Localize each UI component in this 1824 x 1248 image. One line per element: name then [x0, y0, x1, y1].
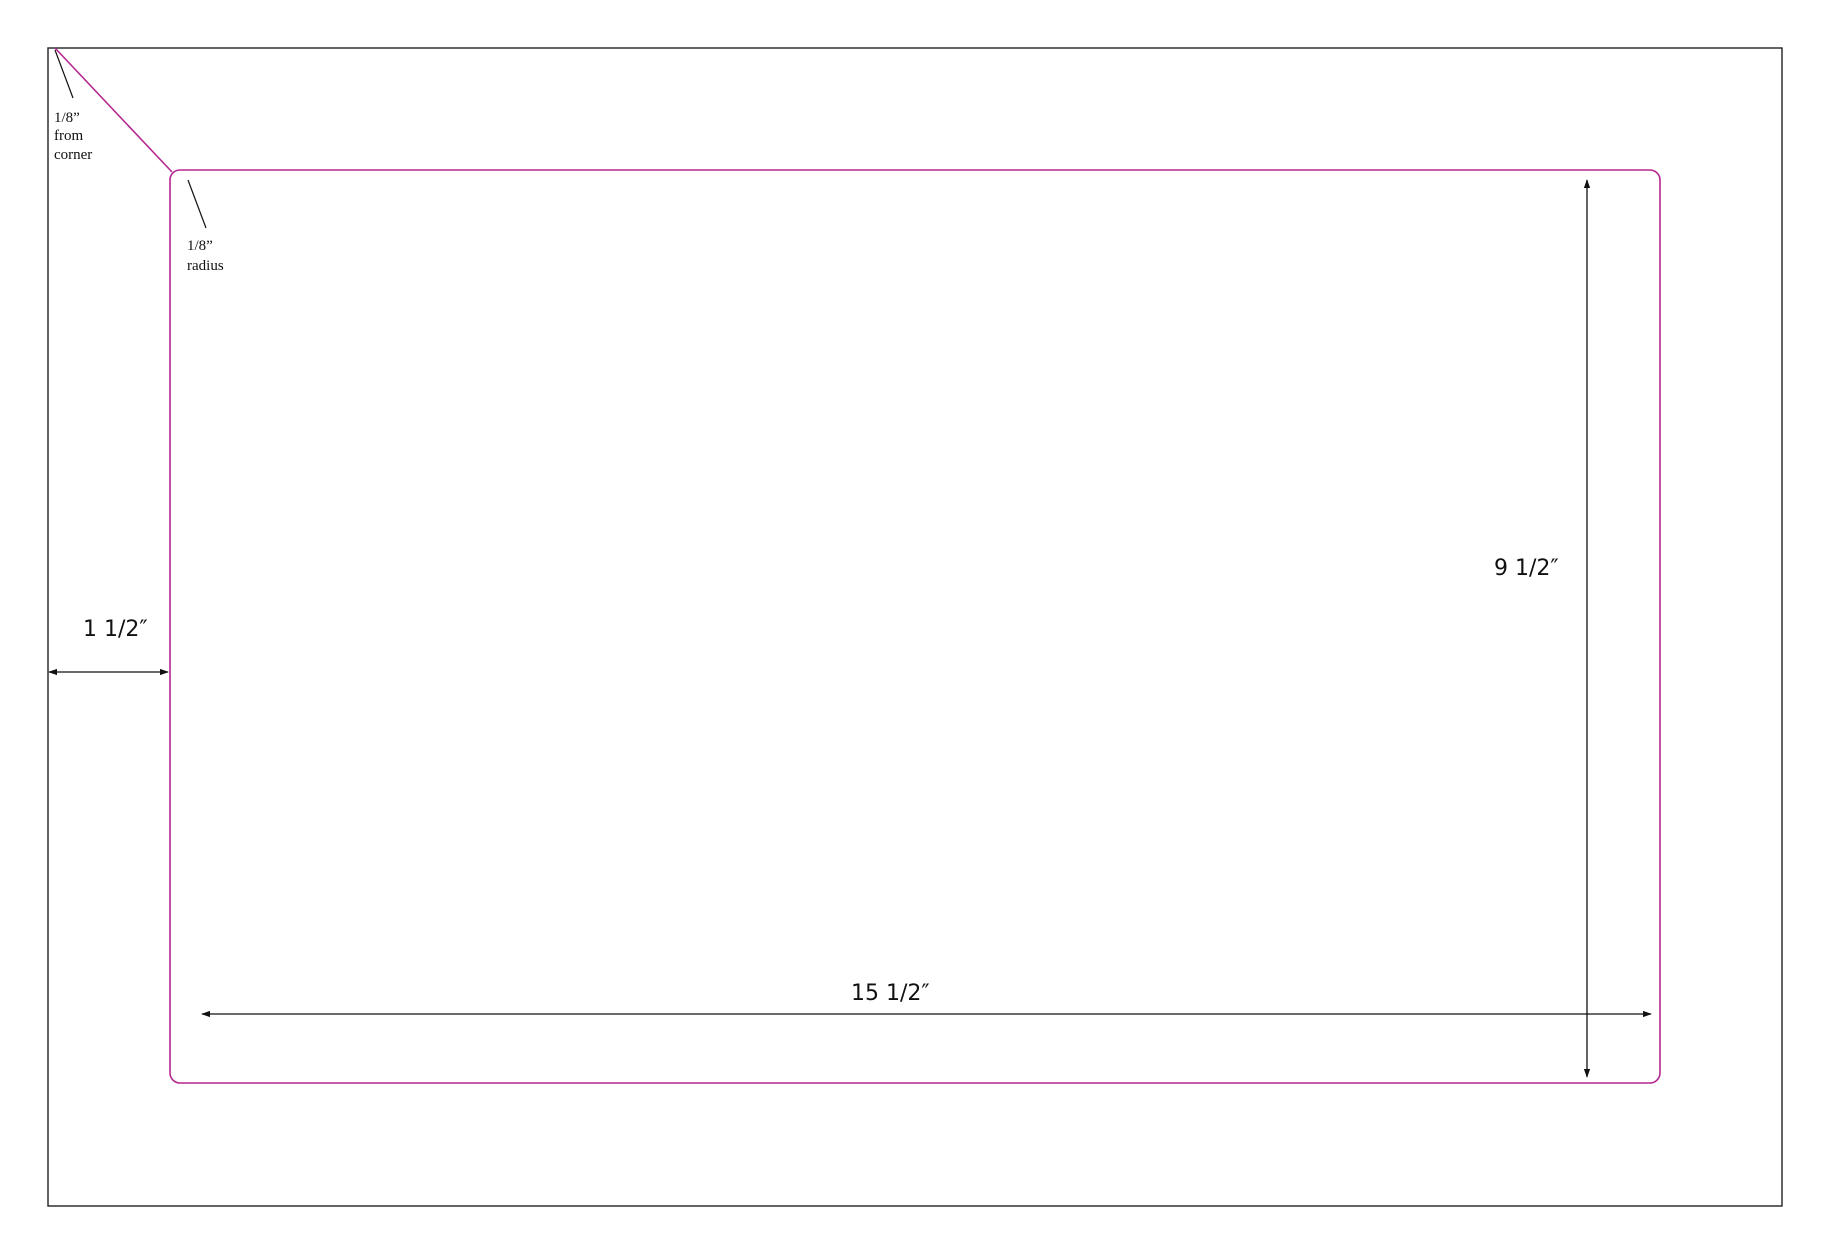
- corner-callout-line1: 1/8”: [54, 110, 80, 126]
- corner-callout-line2: from: [54, 128, 83, 144]
- corner-diagonal-line: [54, 47, 173, 173]
- outer-border: [47, 47, 1783, 1207]
- width-label: 15 1/2″: [851, 981, 930, 1006]
- radius-callout-line2: radius: [187, 258, 224, 274]
- radius-callout-line1: 1/8”: [187, 238, 213, 254]
- left-margin-label: 1 1/2″: [83, 617, 148, 642]
- height-label: 9 1/2″: [1494, 556, 1559, 581]
- corner-leader-line: [54, 49, 74, 99]
- trim-outline: [169, 169, 1661, 1084]
- radius-leader-line: [187, 179, 207, 229]
- corner-callout-line3: corner: [54, 147, 92, 163]
